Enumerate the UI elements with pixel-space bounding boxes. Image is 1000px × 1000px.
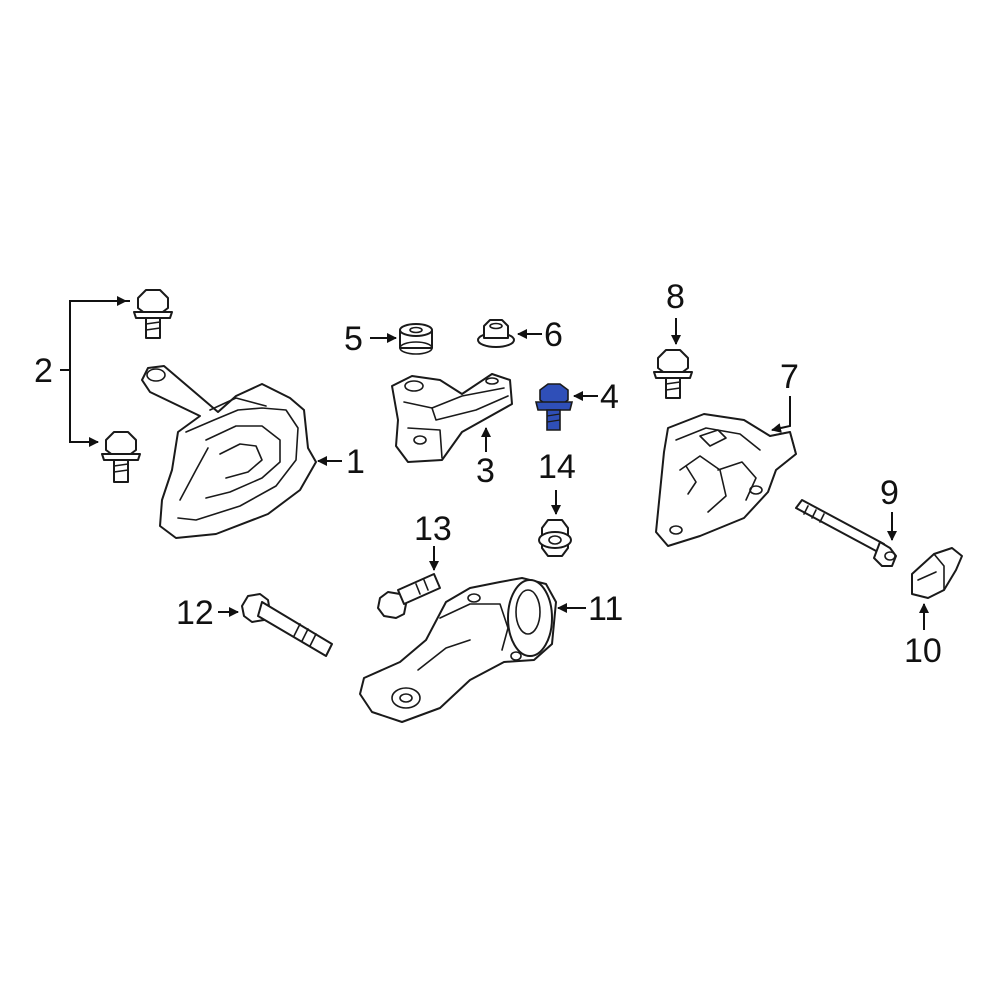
callout-9: 9 [880,474,899,512]
bolt-right-upper [653,349,693,399]
bolt-highlighted [534,383,574,431]
callout-6: 6 [544,316,563,354]
long-bolt-left [241,593,333,657]
callout-11: 11 [588,590,623,628]
engine-mount-left [141,365,317,539]
callout-10: 10 [904,632,942,670]
flange-nut-upper [477,319,515,348]
leader-7 [771,396,791,433]
torque-rod [359,577,557,723]
callout-2: 2 [34,352,53,390]
callout-3: 3 [476,452,495,490]
callout-14: 14 [538,448,576,486]
callout-2-bracket [60,296,130,447]
callout-5: 5 [344,320,363,358]
callout-12: 12 [176,594,214,632]
bracket-clip [911,547,963,599]
callout-1: 1 [346,443,365,481]
callout-8: 8 [666,278,685,316]
callout-4: 4 [600,378,619,416]
callout-13: 13 [414,510,452,548]
bolt-13 [377,573,441,619]
mount-bracket [391,373,513,463]
bolt-upper [133,289,173,339]
transmission-mount [655,413,797,547]
spacer [399,323,433,355]
bolt-lower [101,431,141,483]
flange-nut-lower [538,519,572,557]
long-bolt-right [795,499,897,567]
callout-7: 7 [780,358,799,396]
